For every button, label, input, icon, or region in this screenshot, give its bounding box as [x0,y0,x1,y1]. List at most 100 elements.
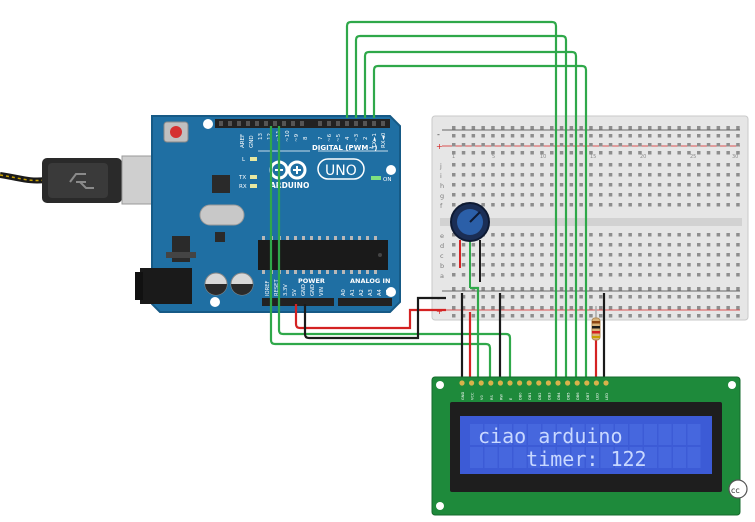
breadboard-hole[interactable] [677,126,681,130]
breadboard-hole[interactable] [638,273,642,277]
breadboard-hole[interactable] [687,263,691,267]
breadboard-hole[interactable] [648,126,652,130]
breadboard-hole[interactable] [657,233,662,237]
breadboard-hole[interactable] [608,253,613,257]
breadboard-hole[interactable] [648,306,652,310]
breadboard-hole[interactable] [461,163,466,167]
breadboard-hole[interactable] [638,163,642,167]
breadboard-hole[interactable] [589,263,593,267]
breadboard-hole[interactable] [706,243,711,247]
breadboard-hole[interactable] [608,193,613,197]
breadboard-hole[interactable] [608,287,613,291]
breadboard-hole[interactable] [579,134,583,138]
breadboard-hole[interactable] [697,263,701,267]
breadboard-hole[interactable] [559,273,564,277]
breadboard-hole[interactable] [628,263,632,267]
breadboard-hole[interactable] [520,143,525,147]
breadboard-hole[interactable] [520,173,525,177]
breadboard-hole[interactable] [501,314,505,318]
breadboard-hole[interactable] [530,203,534,207]
breadboard-hole[interactable] [579,126,583,130]
breadboard-hole[interactable] [638,143,642,147]
breadboard-hole[interactable] [706,203,711,207]
breadboard-hole[interactable] [736,243,740,247]
lcd-pin[interactable] [459,380,465,386]
breadboard-hole[interactable] [599,314,603,318]
breadboard-hole[interactable] [569,183,574,187]
breadboard-hole[interactable] [628,173,632,177]
breadboard-hole[interactable] [687,134,691,138]
breadboard-hole[interactable] [648,287,652,291]
breadboard-hole[interactable] [628,193,632,197]
breadboard-hole[interactable] [520,163,525,167]
breadboard-hole[interactable] [618,243,623,247]
breadboard-hole[interactable] [501,183,505,187]
breadboard-hole[interactable] [491,193,495,197]
breadboard-hole[interactable] [628,253,632,257]
breadboard-hole[interactable] [716,163,721,167]
breadboard-hole[interactable] [471,273,476,277]
breadboard-hole[interactable] [648,203,652,207]
breadboard-hole[interactable] [628,287,632,291]
breadboard-hole[interactable] [452,126,456,130]
breadboard-hole[interactable] [550,243,554,247]
breadboard-hole[interactable] [491,263,495,267]
breadboard-hole[interactable] [520,306,525,310]
breadboard-hole[interactable] [530,243,534,247]
breadboard-hole[interactable] [510,306,515,310]
breadboard-hole[interactable] [697,134,701,138]
lcd-pin[interactable] [574,380,580,386]
breadboard-hole[interactable] [667,273,672,277]
breadboard-hole[interactable] [579,306,583,310]
breadboard-hole[interactable] [501,126,505,130]
breadboard-hole[interactable] [608,126,613,130]
breadboard-hole[interactable] [736,306,740,310]
breadboard-hole[interactable] [589,203,593,207]
breadboard-hole[interactable] [510,287,515,291]
breadboard-hole[interactable] [736,263,740,267]
lcd-pin[interactable] [565,380,571,386]
breadboard-hole[interactable] [726,253,730,257]
breadboard-hole[interactable] [559,243,564,247]
breadboard-hole[interactable] [706,163,711,167]
breadboard-hole[interactable] [540,233,544,237]
breadboard-hole[interactable] [726,295,730,299]
breadboard-hole[interactable] [618,173,623,177]
breadboard-hole[interactable] [599,287,603,291]
breadboard-hole[interactable] [648,295,652,299]
breadboard-hole[interactable] [569,306,574,310]
breadboard-hole[interactable] [550,287,554,291]
breadboard-hole[interactable] [559,233,564,237]
breadboard-hole[interactable] [726,151,730,155]
breadboard-hole[interactable] [510,243,515,247]
breadboard-hole[interactable] [706,314,711,318]
breadboard-hole[interactable] [736,173,740,177]
breadboard-hole[interactable] [461,306,466,310]
breadboard-hole[interactable] [540,314,544,318]
breadboard-hole[interactable] [540,203,544,207]
breadboard-hole[interactable] [589,233,593,237]
resistor[interactable] [591,306,601,341]
breadboard-hole[interactable] [657,173,662,177]
breadboard-hole[interactable] [540,243,544,247]
breadboard-hole[interactable] [491,134,495,138]
breadboard-hole[interactable] [687,173,691,177]
lcd-pin[interactable] [469,380,475,386]
breadboard-hole[interactable] [520,314,525,318]
breadboard-hole[interactable] [657,183,662,187]
breadboard-hole[interactable] [520,263,525,267]
breadboard-hole[interactable] [667,263,672,267]
breadboard-hole[interactable] [530,233,534,237]
breadboard-hole[interactable] [569,203,574,207]
breadboard-hole[interactable] [618,163,623,167]
breadboard-hole[interactable] [589,143,593,147]
breadboard-hole[interactable] [540,183,544,187]
breadboard-hole[interactable] [716,126,721,130]
breadboard-hole[interactable] [677,295,681,299]
breadboard-hole[interactable] [716,134,721,138]
breadboard-hole[interactable] [569,143,574,147]
breadboard-hole[interactable] [579,273,583,277]
breadboard-hole[interactable] [559,263,564,267]
breadboard-hole[interactable] [657,273,662,277]
breadboard-hole[interactable] [599,263,603,267]
